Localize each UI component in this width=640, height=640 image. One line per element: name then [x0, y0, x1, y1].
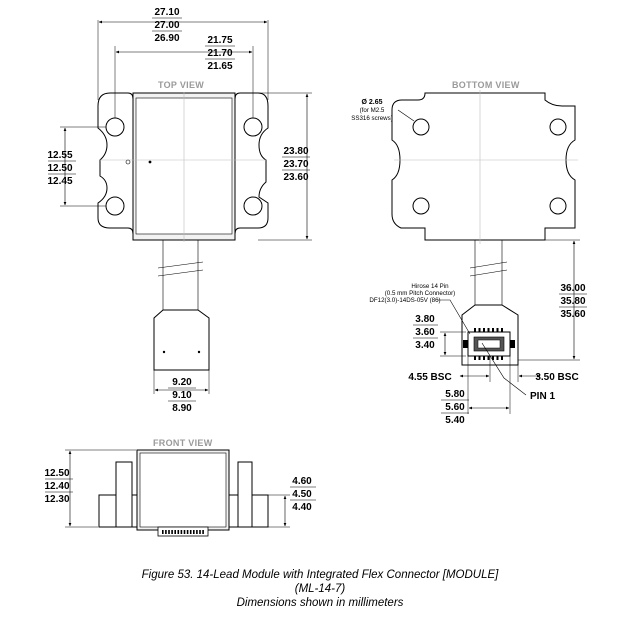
dim-text: 23.70 [283, 159, 308, 170]
dim-text: 36.00 [560, 283, 585, 294]
connector-pin [165, 530, 167, 534]
dim-text: 3.50 BSC [535, 372, 578, 383]
connector-pin [487, 328, 490, 332]
caption-line: Figure 53. 14-Lead Module with Integrate… [141, 569, 499, 581]
dim-text: 9.20 [172, 377, 192, 388]
front-right-post [237, 461, 253, 528]
connector-pin [196, 530, 198, 534]
connector-pin [501, 328, 503, 332]
dim-text: 3.40 [415, 340, 435, 351]
mount-hole [243, 196, 263, 216]
connector-pin [186, 530, 189, 534]
dim-text: 5.80 [445, 389, 465, 400]
connector-pin [487, 356, 490, 360]
dim-text: 3.80 [415, 314, 435, 325]
mount-hole [549, 118, 567, 136]
connector-pin [168, 530, 170, 534]
top-view-title: TOP VIEW [158, 80, 204, 90]
connector-pin [478, 356, 481, 360]
dim-text: 5.60 [445, 402, 465, 413]
connector-note: Hirose 14 Pin [411, 283, 449, 290]
dim-text: 23.80 [283, 146, 308, 157]
mount-hole [549, 197, 567, 215]
dim-text: 5.40 [445, 415, 465, 426]
hole-note: (for M2.5 [360, 107, 385, 114]
connector-pin [180, 530, 183, 534]
dim-text: 21.65 [207, 61, 232, 72]
bottom-view: BOTTOM VIEW Ø 2.65 (for M2.5 SS316 screw… [351, 80, 587, 426]
caption-line: (ML-14-7) [294, 583, 346, 595]
pin1-label: PIN 1 [530, 391, 555, 402]
connector-pin [496, 328, 499, 332]
connector-pin [177, 530, 180, 534]
dim-text: 12.40 [44, 481, 69, 492]
dim-text: 4.60 [292, 476, 312, 487]
connector-pin [174, 530, 176, 534]
dim-text: 12.45 [47, 176, 72, 187]
figure-caption: Figure 53. 14-Lead Module with Integrate… [0, 568, 640, 610]
connector-pin [189, 530, 192, 534]
front-left-post [115, 461, 133, 528]
dim-text: 4.50 [292, 489, 312, 500]
dim-text: 12.50 [47, 163, 72, 174]
dim-text: 4.55 BSC [408, 372, 451, 383]
mount-hole [105, 117, 125, 137]
connector-note: DF12(3.0)-14DS-05V (86) [369, 297, 440, 304]
dim-text: 12.30 [44, 494, 69, 505]
dim-text: 8.90 [172, 403, 192, 414]
caption-line: Dimensions shown in millimeters [236, 597, 404, 609]
top-flex-tail [153, 309, 210, 371]
connector-pin [183, 530, 186, 534]
hole-note: SS316 screws) [351, 115, 393, 122]
connector-pin [492, 328, 494, 332]
dim-text: 21.70 [207, 48, 232, 59]
top-view: TOP VIEW 27.10 27.00 26.90 [47, 7, 312, 414]
hole-dia-label: Ø 2.65 [361, 99, 382, 106]
mount-hole [243, 117, 263, 137]
connector-pin [474, 328, 476, 332]
connector-pin [483, 356, 485, 360]
dim-text: 27.10 [154, 7, 179, 18]
connector-pin [202, 530, 204, 534]
bottom-view-outline [391, 92, 576, 241]
connector-pin [501, 356, 503, 360]
front-view-title: FRONT VIEW [153, 438, 213, 448]
connector-pin [496, 356, 499, 360]
mount-hole [412, 118, 430, 136]
front-view: FRONT VIEW 12.50 12.40 12.30 4.60 4.50 4… [44, 438, 316, 537]
mount-hole [105, 196, 125, 216]
dim-text: 21.75 [207, 35, 232, 46]
dim-text: 35.60 [560, 309, 585, 320]
dim-text: 35.80 [560, 296, 585, 307]
dim-text: 26.90 [154, 33, 179, 44]
connector-pin [199, 530, 201, 534]
dim-text: 9.10 [172, 390, 192, 401]
connector-pin [474, 356, 476, 360]
connector-pin [193, 530, 195, 534]
connector-note: (0.5 mm Pitch Connector) [385, 290, 456, 297]
connector-pin [171, 530, 173, 534]
dim-text: 4.40 [292, 502, 312, 513]
dim-text: 27.00 [154, 20, 179, 31]
mount-hole [412, 197, 430, 215]
connector-pin [483, 328, 485, 332]
dim-text: 12.55 [47, 150, 72, 161]
front-connector [157, 526, 209, 537]
bottom-view-title: BOTTOM VIEW [452, 80, 520, 90]
connector-pin [162, 530, 164, 534]
dim-text: 3.60 [415, 327, 435, 338]
dim-text: 12.50 [44, 468, 69, 479]
connector-pin [478, 328, 481, 332]
connector-pin [492, 356, 494, 360]
dim-text: 23.60 [283, 172, 308, 183]
